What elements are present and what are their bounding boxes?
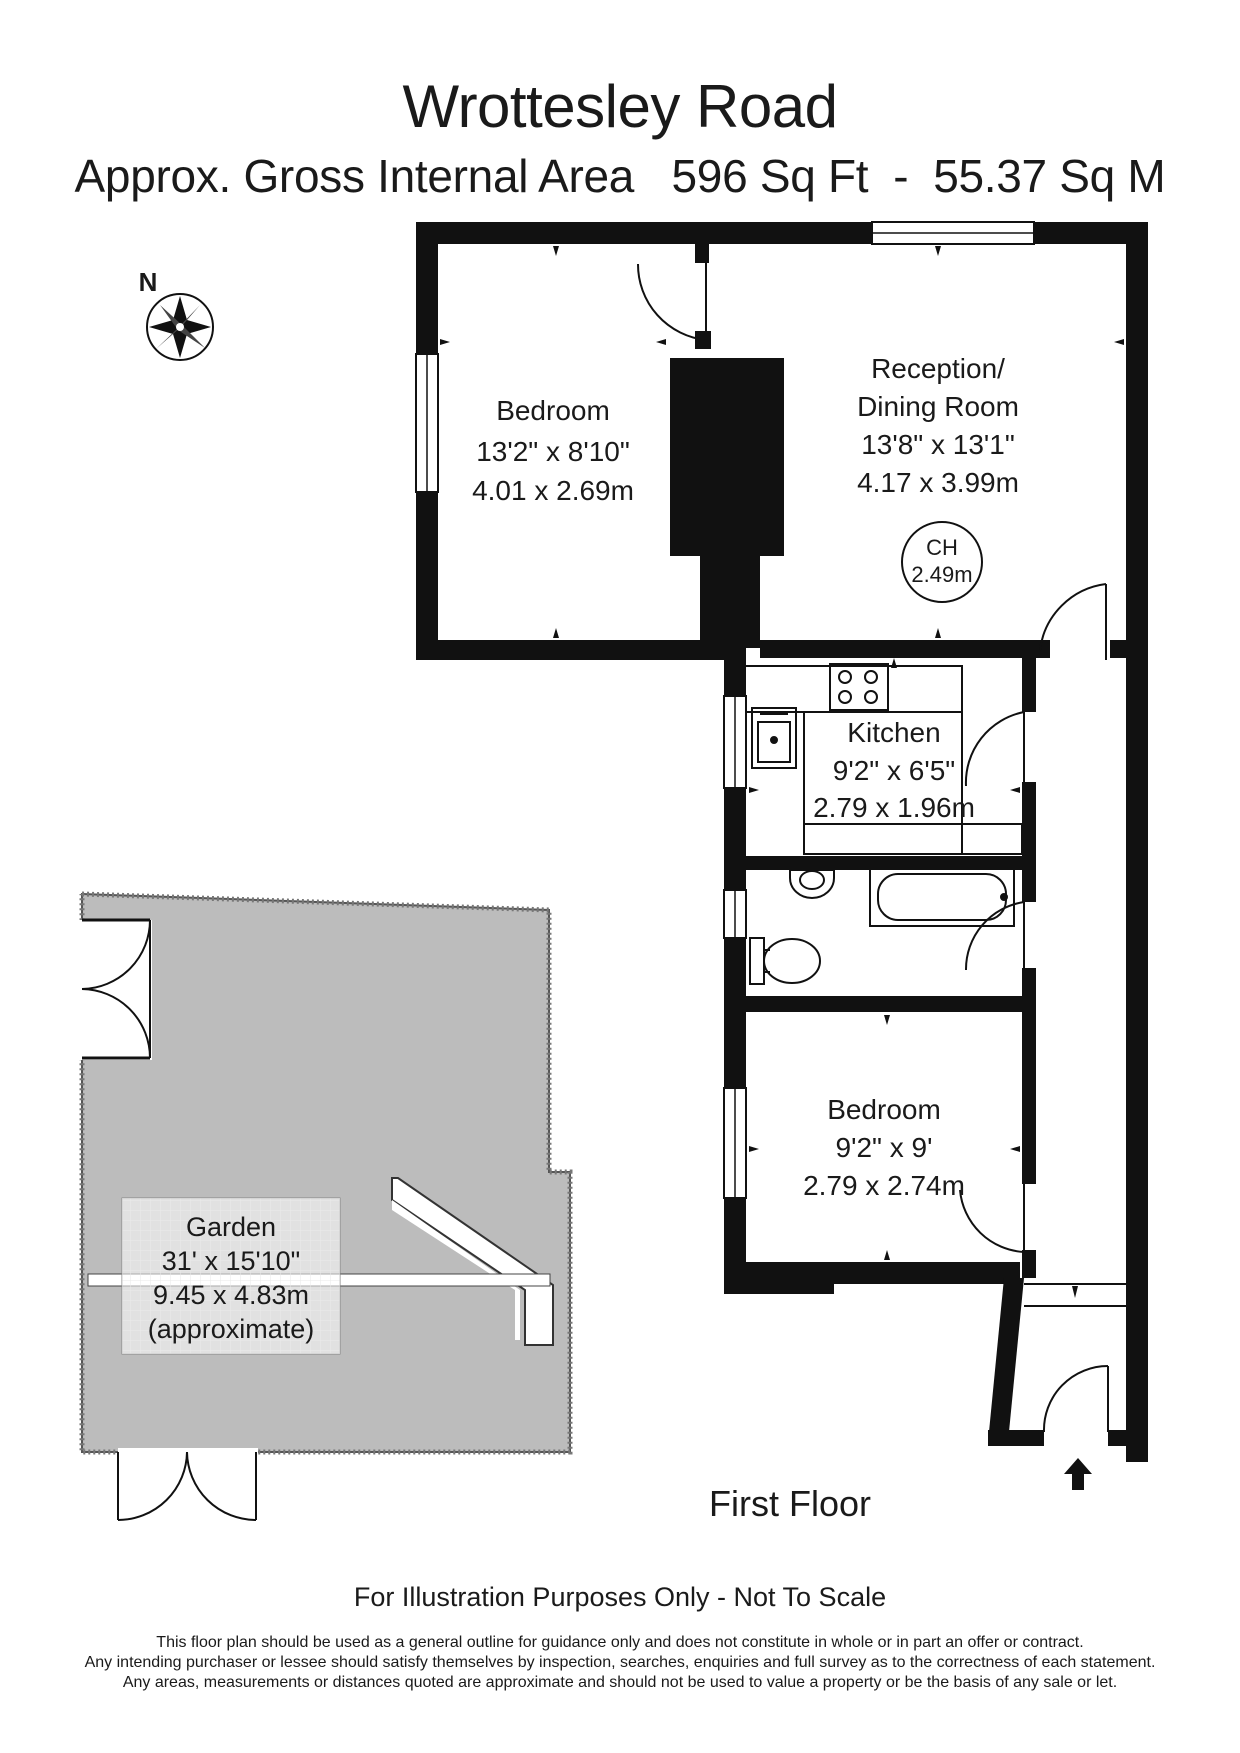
kitchen-metric: 2.79 x 1.96m — [813, 792, 975, 823]
garden-door-bottom — [117, 1448, 258, 1521]
gross-internal-area: Approx. Gross Internal Area 596 Sq Ft - … — [74, 150, 1166, 202]
garden-name: Garden — [186, 1212, 276, 1242]
illustration-note: For Illustration Purposes Only - Not To … — [353, 1582, 887, 1612]
ceiling-height-value: 2.49m — [911, 562, 972, 587]
reception-imperial: 13'8" x 13'1" — [861, 429, 1015, 460]
entrance-arrow-icon — [1064, 1458, 1092, 1490]
compass-rose-icon: N — [139, 267, 214, 361]
bedroom1-imperial: 13'2" x 8'10" — [476, 436, 630, 467]
compass-north-label: N — [139, 267, 158, 297]
disclaimer-line: This floor plan should be used as a gene… — [156, 1634, 1084, 1651]
kitchen-imperial: 9'2" x 6'5" — [833, 755, 955, 786]
kitchen-name: Kitchen — [847, 717, 940, 748]
disclaimer: This floor plan should be used as a gene… — [0, 1633, 1240, 1693]
ceiling-height-label: CH — [926, 535, 958, 560]
disclaimer-line: Any areas, measurements or distances quo… — [122, 1674, 1118, 1691]
garden-area: Garden 31' x 15'10" 9.45 x 4.83m (approx… — [78, 891, 573, 1521]
toilet-icon — [749, 937, 821, 985]
bedroom1-metric: 4.01 x 2.69m — [472, 475, 634, 506]
bathroom-fittings — [749, 867, 1015, 985]
room-labels: Bedroom 13'2" x 8'10" 4.01 x 2.69m Recep… — [472, 353, 1019, 1201]
floor-label: First Floor — [709, 1483, 871, 1524]
kitchen-fittings — [746, 663, 1023, 855]
bedroom1-name: Bedroom — [496, 395, 610, 426]
bedroom2-imperial: 9'2" x 9' — [836, 1132, 933, 1163]
garden-door-left — [78, 918, 152, 1060]
plan-title: Wrottesley Road — [402, 73, 838, 140]
bedroom2-metric: 2.79 x 2.74m — [803, 1170, 965, 1201]
ceiling-height-marker: CH 2.49m — [901, 521, 983, 603]
bath-icon — [869, 867, 1015, 927]
apartment-walls — [416, 222, 1148, 1462]
windows — [415, 221, 1128, 1307]
garden-note: (approximate) — [148, 1314, 315, 1344]
garden-break-symbol — [391, 1177, 554, 1346]
sink-icon — [751, 707, 797, 769]
bedroom2-name: Bedroom — [827, 1094, 941, 1125]
garden-metric: 9.45 x 4.83m — [153, 1280, 309, 1310]
hob-icon — [829, 663, 889, 711]
disclaimer-line: Any intending purchaser or lessee should… — [84, 1654, 1156, 1671]
reception-name-line2: Dining Room — [857, 391, 1019, 422]
reception-metric: 4.17 x 3.99m — [857, 467, 1019, 498]
washbasin-icon — [789, 869, 835, 899]
dimension-markers — [440, 246, 1124, 1298]
doors — [636, 243, 1109, 1433]
garden-imperial: 31' x 15'10" — [162, 1246, 301, 1276]
reception-name-line1: Reception/ — [871, 353, 1005, 384]
